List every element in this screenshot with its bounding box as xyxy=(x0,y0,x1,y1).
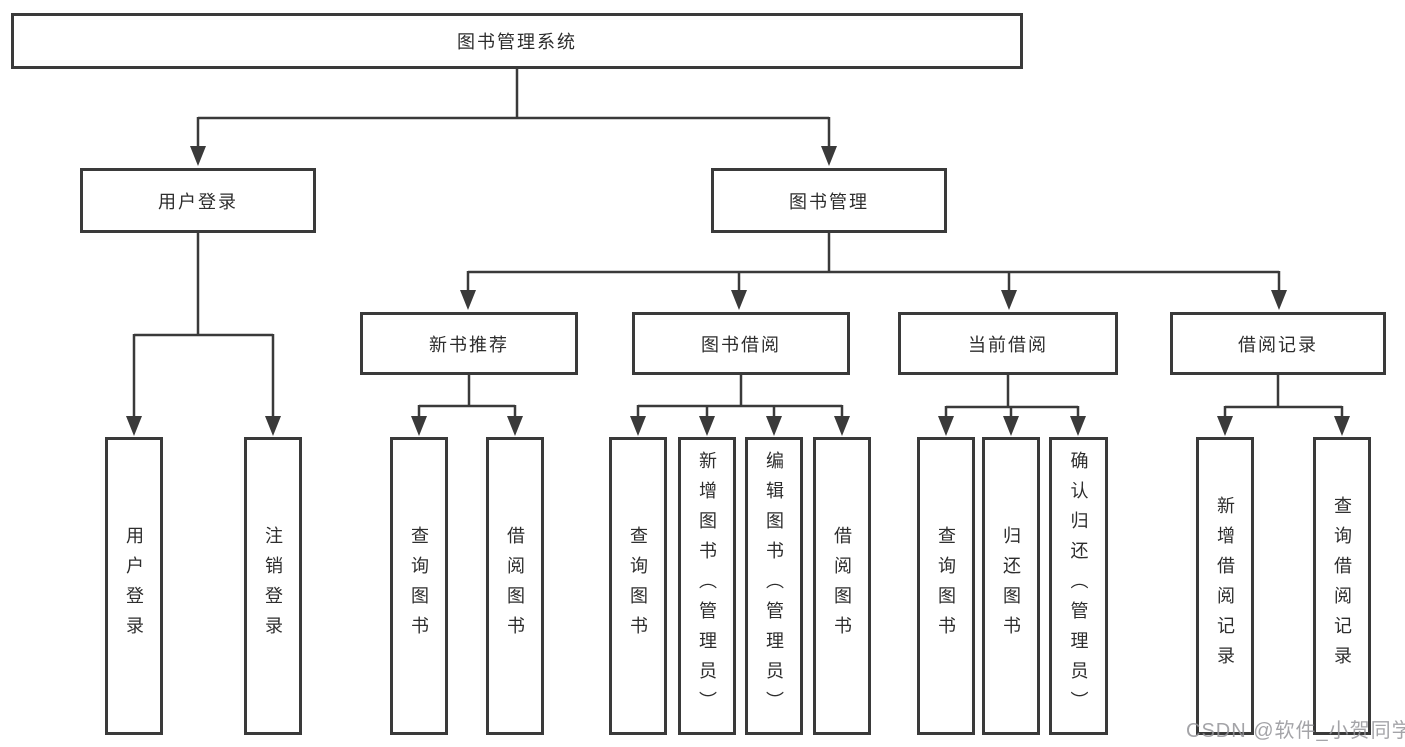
node-confirm-return-admin-label: 确认归还（管理员） xyxy=(1068,451,1089,721)
node-recommend-query-books: 查询图书 xyxy=(390,437,448,735)
node-query-borrow-record: 查询借阅记录 xyxy=(1313,437,1371,735)
node-confirm-return-admin: 确认归还（管理员） xyxy=(1049,437,1108,735)
node-logout-action-label: 注销登录 xyxy=(263,526,283,646)
node-borrowing-records-label: 借阅记录 xyxy=(1238,334,1318,355)
node-add-books-admin: 新增图书（管理员） xyxy=(678,437,736,735)
node-borrowing-query-books: 查询图书 xyxy=(609,437,667,735)
node-user-login-module: 用户登录 xyxy=(80,168,316,233)
node-borrowing-borrow-books: 借阅图书 xyxy=(813,437,871,735)
node-current-borrowing-label: 当前借阅 xyxy=(968,334,1048,355)
node-book-borrowing: 图书借阅 xyxy=(632,312,850,375)
node-current-query-books: 查询图书 xyxy=(917,437,975,735)
node-new-book-recommend: 新书推荐 xyxy=(360,312,578,375)
node-return-books-label: 归还图书 xyxy=(1001,526,1021,646)
node-return-books: 归还图书 xyxy=(982,437,1040,735)
node-recommend-query-books-label: 查询图书 xyxy=(409,526,429,646)
node-current-query-books-label: 查询图书 xyxy=(936,526,956,646)
node-book-borrowing-label: 图书借阅 xyxy=(701,334,781,355)
node-add-borrow-record: 新增借阅记录 xyxy=(1196,437,1254,735)
node-user-login-action-label: 用户登录 xyxy=(124,526,144,646)
node-recommend-borrow-books: 借阅图书 xyxy=(486,437,544,735)
node-book-management-module: 图书管理 xyxy=(711,168,947,233)
node-root-label: 图书管理系统 xyxy=(457,32,577,52)
node-user-login-label: 用户登录 xyxy=(158,191,238,212)
node-borrowing-borrow-books-label: 借阅图书 xyxy=(832,526,852,646)
node-query-borrow-record-label: 查询借阅记录 xyxy=(1332,496,1352,676)
node-add-borrow-record-label: 新增借阅记录 xyxy=(1215,496,1235,676)
node-edit-books-admin-label: 编辑图书（管理员） xyxy=(764,451,784,721)
node-logout-action: 注销登录 xyxy=(244,437,302,735)
node-add-books-admin-label: 新增图书（管理员） xyxy=(697,451,717,721)
arrowheads xyxy=(126,146,1350,436)
node-borrowing-records: 借阅记录 xyxy=(1170,312,1386,375)
node-current-borrowing: 当前借阅 xyxy=(898,312,1118,375)
node-new-book-recommend-label: 新书推荐 xyxy=(429,334,509,355)
node-borrowing-query-books-label: 查询图书 xyxy=(628,526,648,646)
node-user-login-action: 用户登录 xyxy=(105,437,163,735)
watermark: CSDN @软件_小贺同学 xyxy=(1186,720,1405,742)
node-root-system: 图书管理系统 xyxy=(11,13,1023,69)
node-edit-books-admin: 编辑图书（管理员） xyxy=(745,437,803,735)
node-book-management-label: 图书管理 xyxy=(789,191,869,212)
node-recommend-borrow-books-label: 借阅图书 xyxy=(505,526,525,646)
